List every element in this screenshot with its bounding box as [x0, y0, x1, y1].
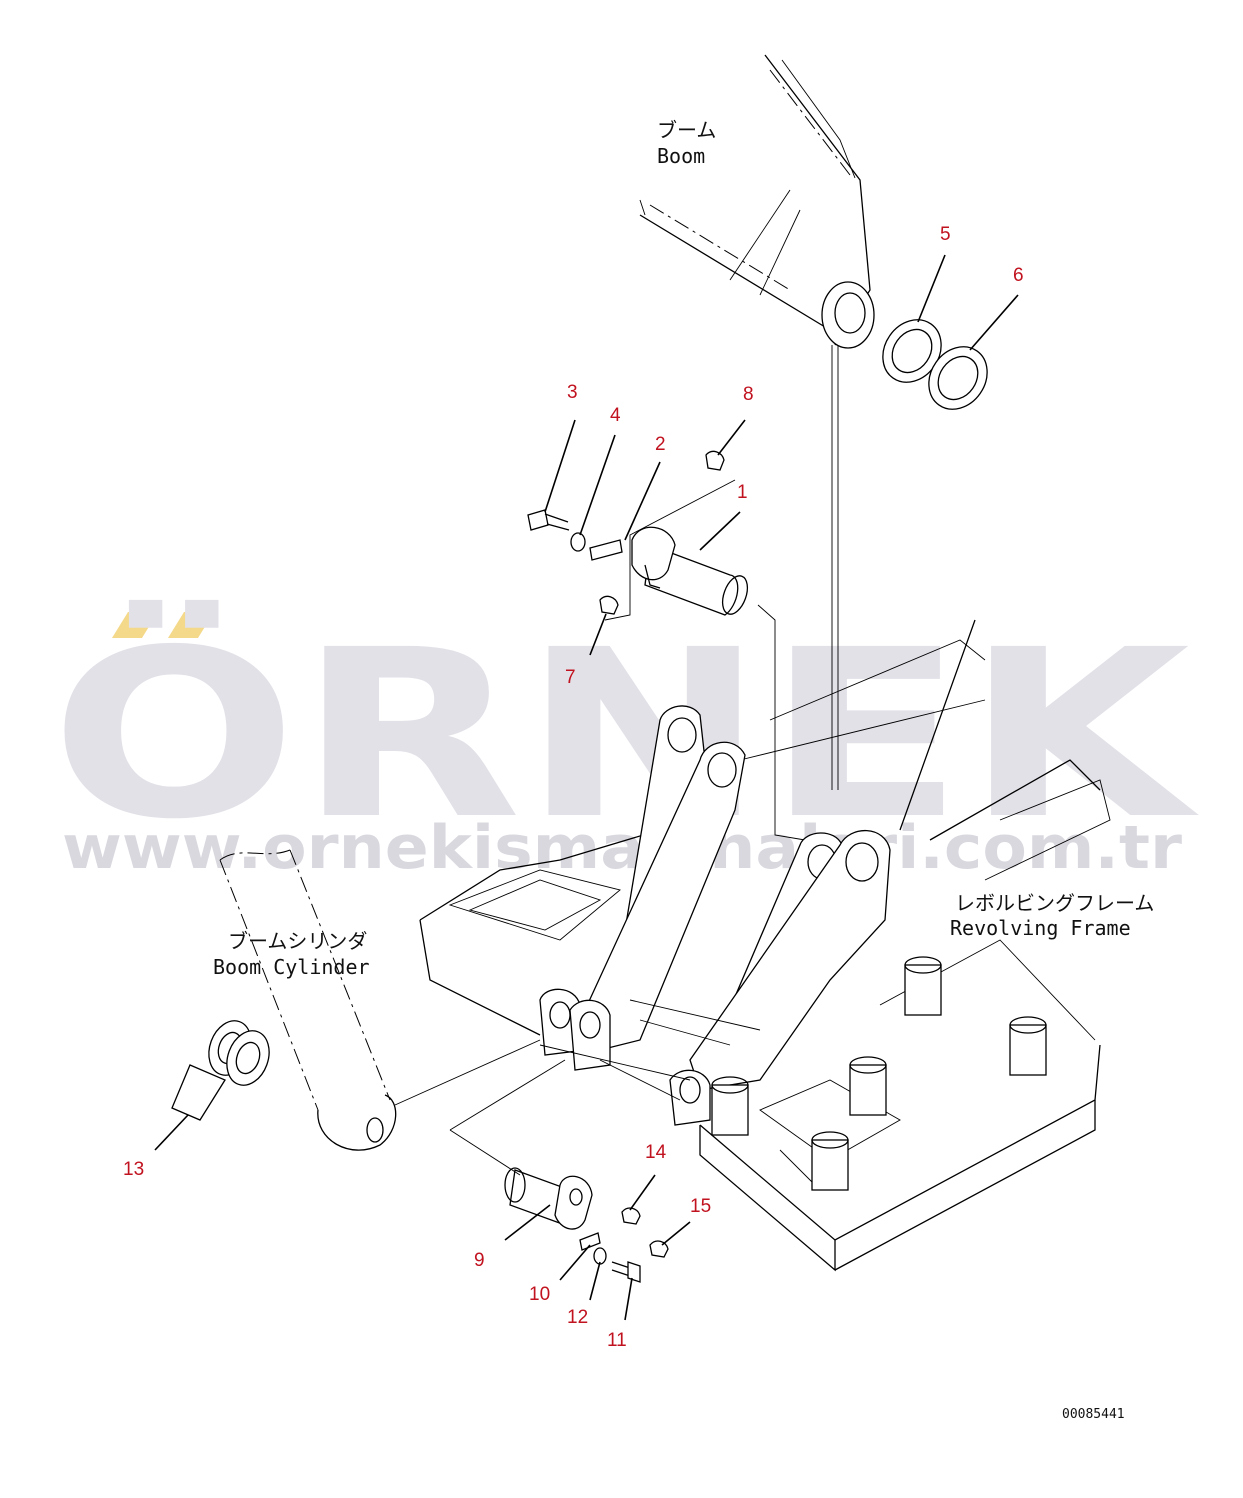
callout-7: 7 [565, 667, 576, 688]
revolving-frame-caption-en: Revolving Frame [950, 916, 1131, 940]
washer-6 [928, 346, 988, 410]
watermark-brand: ÖRNEK [50, 599, 1199, 870]
revolving-frame-caption-jp: レボルビングフレーム [955, 891, 1154, 915]
boom-cylinder-caption-en: Boom Cylinder [213, 955, 370, 979]
lock-plate [589, 539, 623, 561]
cylinder-foot-pin-9 [504, 1167, 593, 1230]
callout-14: 14 [645, 1142, 667, 1163]
lock-plate-10 [579, 1232, 601, 1251]
watermark-url: www.ornekismakinalari.com.tr [62, 813, 1182, 883]
callout-10: 10 [529, 1284, 550, 1305]
callout-6: 6 [1013, 265, 1024, 286]
revolving-frame-drawing [419, 619, 1111, 1272]
callout-11: 11 [607, 1330, 627, 1351]
callout-2: 2 [655, 434, 666, 455]
housing-c [849, 1056, 887, 1116]
boom-pin-boss [821, 281, 875, 349]
boom-cylinder-caption-jp: ブームシリンダ [228, 929, 367, 953]
callout-5: 5 [940, 224, 951, 245]
cylinder-spacer-13 [171, 1020, 270, 1121]
boom-caption-en: Boom [657, 144, 705, 168]
grease-fitting-7 [599, 595, 619, 615]
boom-cylinder-drawing [219, 849, 541, 1151]
grease-fitting-14 [621, 1207, 641, 1225]
callout-1: 1 [737, 482, 748, 503]
callout-4: 4 [610, 405, 621, 426]
grease-fitting-15 [649, 1240, 669, 1258]
callout-9: 9 [474, 1250, 485, 1271]
boom-caption-jp: ブーム [657, 118, 716, 142]
callouts: 1 2 3 4 5 6 7 8 9 10 11 12 13 14 15 [123, 224, 1024, 1351]
housing-a [904, 956, 942, 1016]
watermark-accent-right [168, 612, 214, 638]
bolt-11 [611, 1261, 641, 1283]
washer-5 [882, 319, 942, 383]
grease-fitting-8 [705, 450, 725, 471]
housing-e [811, 1131, 849, 1191]
callout-15: 15 [690, 1196, 711, 1217]
housing-b [1009, 1016, 1047, 1076]
drawing-number: 00085441 [1062, 1407, 1125, 1422]
bolt-3 [527, 509, 570, 531]
leader-lines [154, 254, 1019, 1321]
callout-3: 3 [567, 382, 578, 403]
washer-12 [593, 1247, 607, 1265]
watermark-accent-left [112, 612, 158, 638]
captions: ブーム Boom ブームシリンダ Boom Cylinder レボルビングフレー… [213, 118, 1154, 1422]
washer-4 [570, 532, 586, 552]
housing-d [711, 1076, 749, 1136]
watermark: ÖRNEK www.ornekismakinalari.com.tr [50, 599, 1199, 883]
boom-drawing [639, 54, 875, 790]
callout-12: 12 [567, 1307, 588, 1328]
callout-13: 13 [123, 1159, 144, 1180]
callout-8: 8 [743, 384, 754, 405]
boom-foot-pin [631, 526, 749, 616]
